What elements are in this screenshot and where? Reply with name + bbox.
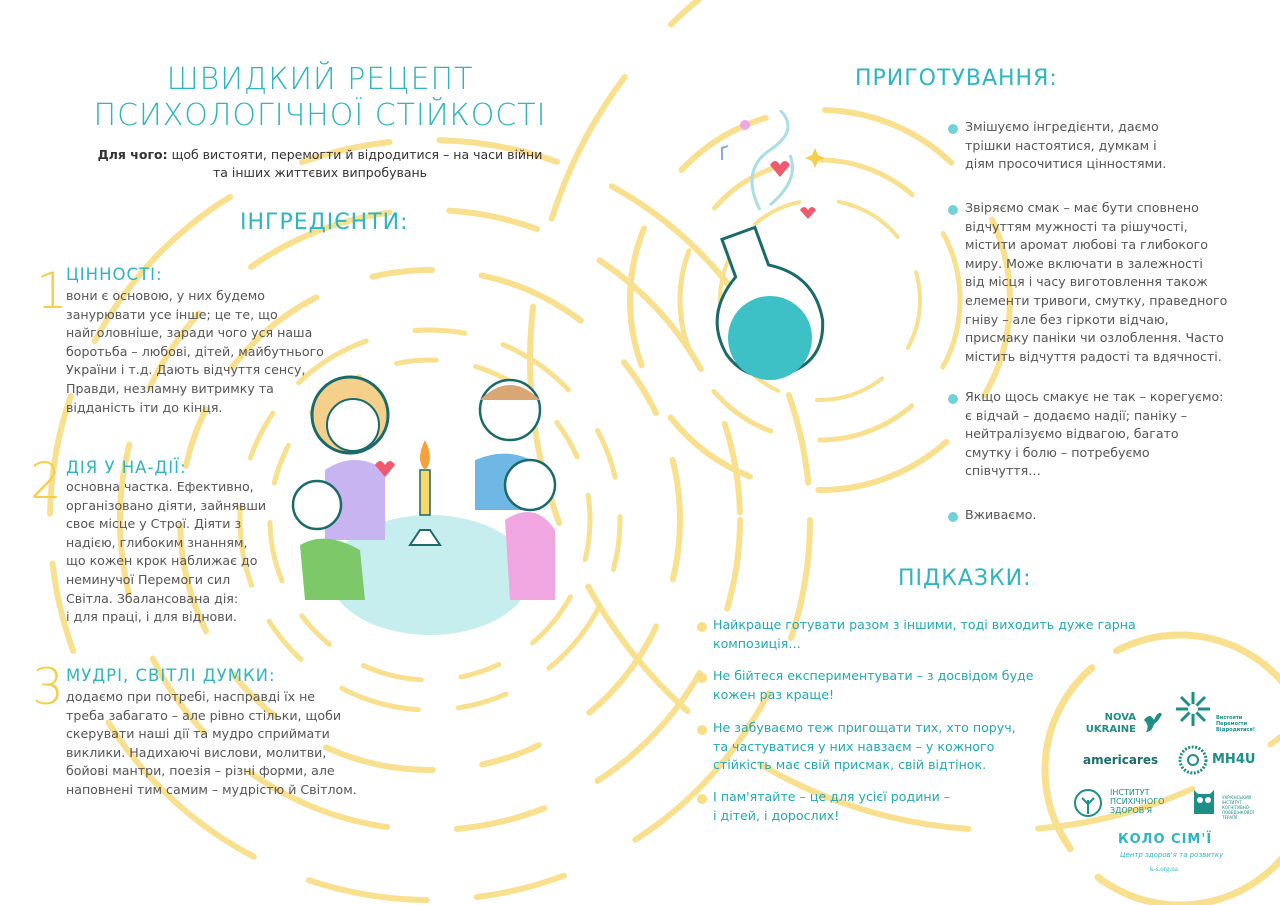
ingredient-text: вони є основою, у них будемо занурювати … xyxy=(66,288,324,415)
tips-heading: ПІДКАЗКИ: xyxy=(898,566,1032,591)
kolo-simi-site-link[interactable]: k-s.org.ua xyxy=(1150,865,1178,873)
ingredient-text: основна частка. Ефективно, організовано … xyxy=(66,479,267,625)
family-candle-illustration xyxy=(291,375,557,635)
bullet-icon xyxy=(948,205,958,215)
vystoiaty-logo: Вистояти Перемогти Відродитися! xyxy=(1216,715,1255,733)
flask-illustration xyxy=(715,110,825,380)
tip-text: Не забуваємо теж пригощати тих, хто пору… xyxy=(713,720,1016,773)
ingredient-text: додаємо при потребі, насправді їх не тре… xyxy=(66,689,357,797)
subtitle: Для чого: щоб вистояти, перемогти й відр… xyxy=(40,146,600,182)
star-burst-icon xyxy=(1176,692,1210,726)
bullet-icon xyxy=(697,622,707,632)
logo-text: ТЕРАПІЇ xyxy=(1222,815,1238,820)
logo-text: ЗДОРОВ'Я xyxy=(1110,806,1153,815)
preparation-step: Змішуємо інгредієнти, даємо трішки насто… xyxy=(965,119,1167,172)
logo-text: Вистояти xyxy=(1216,715,1243,721)
kolo-simi-tagline: Центр здоров'я та розвитку xyxy=(1120,851,1224,859)
subtitle-label: Для чого: xyxy=(97,147,168,162)
preparation-step: Звіряємо смак – має бути сповнено відчут… xyxy=(965,200,1228,364)
page-title: ШВИДКИЙ РЕЦЕПТ ПСИХОЛОГІЧНОЇ СТІЙКОСТІ xyxy=(60,62,580,134)
ingredients-heading: ІНГРЕДІЄНТИ: xyxy=(240,210,409,235)
tip-text: Найкраще готувати разом з іншими, тоді в… xyxy=(713,617,1136,651)
bullet-icon xyxy=(948,124,958,134)
logo-text: ПОВЕДІНКОВОЇ xyxy=(1222,810,1254,815)
tip-text: Не бійтеся експериментувати – з досвідом… xyxy=(713,668,1034,702)
ingredient-title: ДІЯ У НА-ДІЇ: xyxy=(66,458,187,477)
logo-text: UKRAINE xyxy=(1085,724,1136,735)
nova-ukraine-logo: NOVA UKRAINE xyxy=(1074,712,1136,736)
logo-text: NOVA xyxy=(1104,712,1136,723)
americares-logo: americares xyxy=(1083,753,1159,767)
bullet-icon xyxy=(948,394,958,404)
ingredient-title: МУДРІ, СВІТЛІ ДУМКИ: xyxy=(66,666,276,685)
title-line-1: ШВИДКИЙ РЕЦЕПТ xyxy=(166,62,474,97)
bullet-icon xyxy=(948,512,958,522)
institute-logo: ІНСТИТУТ ПСИХІЧНОГО ЗДОРОВ'Я xyxy=(1110,788,1164,815)
logo-text: ПСИХІЧНОГО xyxy=(1110,797,1165,806)
logo-text: ІНСТИТУТ xyxy=(1222,800,1242,805)
bullet-icon xyxy=(697,794,707,804)
preparation-heading: ПРИГОТУВАННЯ: xyxy=(855,66,1058,91)
ukr-institute-logo: УКРАЇНСЬКИЙ ІНСТИТУТ КОГНІТИВНО- ПОВЕДІН… xyxy=(1222,795,1254,820)
logo-text: ІНСТИТУТ xyxy=(1110,788,1150,797)
logo-text: КОГНІТИВНО- xyxy=(1222,805,1251,810)
preparation-step: Якщо щось смакує не так – корегуємо: є в… xyxy=(965,389,1224,479)
mh4u-logo: MH4U xyxy=(1212,752,1256,767)
logo-text: Перемогти xyxy=(1216,721,1248,727)
subtitle-text: щоб вистояти, перемогти й відродитися – … xyxy=(167,147,543,162)
title-line-2: ПСИХОЛОГІЧНОЇ СТІЙКОСТІ xyxy=(93,98,547,133)
subtitle-text-2: та інших життєвих випробувань xyxy=(212,165,428,180)
bullet-icon xyxy=(697,673,707,683)
tree-head-icon xyxy=(1074,789,1102,817)
bullet-icon xyxy=(697,725,707,735)
ingredient-number: 1 xyxy=(36,262,68,320)
logo-text: УКРАЇНСЬКИЙ xyxy=(1222,795,1251,800)
preparation-step: Вживаємо. xyxy=(965,507,1037,522)
dove-icon xyxy=(1144,712,1162,732)
mh4u-emblem-icon xyxy=(1178,745,1208,775)
owl-icon xyxy=(1194,790,1214,814)
tip-text: І пам'ятайте – це для усієї родини – і д… xyxy=(713,789,951,823)
ingredient-number: 2 xyxy=(30,452,62,510)
ingredient-number: 3 xyxy=(32,658,64,716)
ingredient-title: ЦІННОСТІ: xyxy=(66,265,163,284)
kolo-simi-logo: КОЛО СІМ'Ї xyxy=(1118,832,1213,847)
logo-text: Відродитися! xyxy=(1216,727,1255,733)
